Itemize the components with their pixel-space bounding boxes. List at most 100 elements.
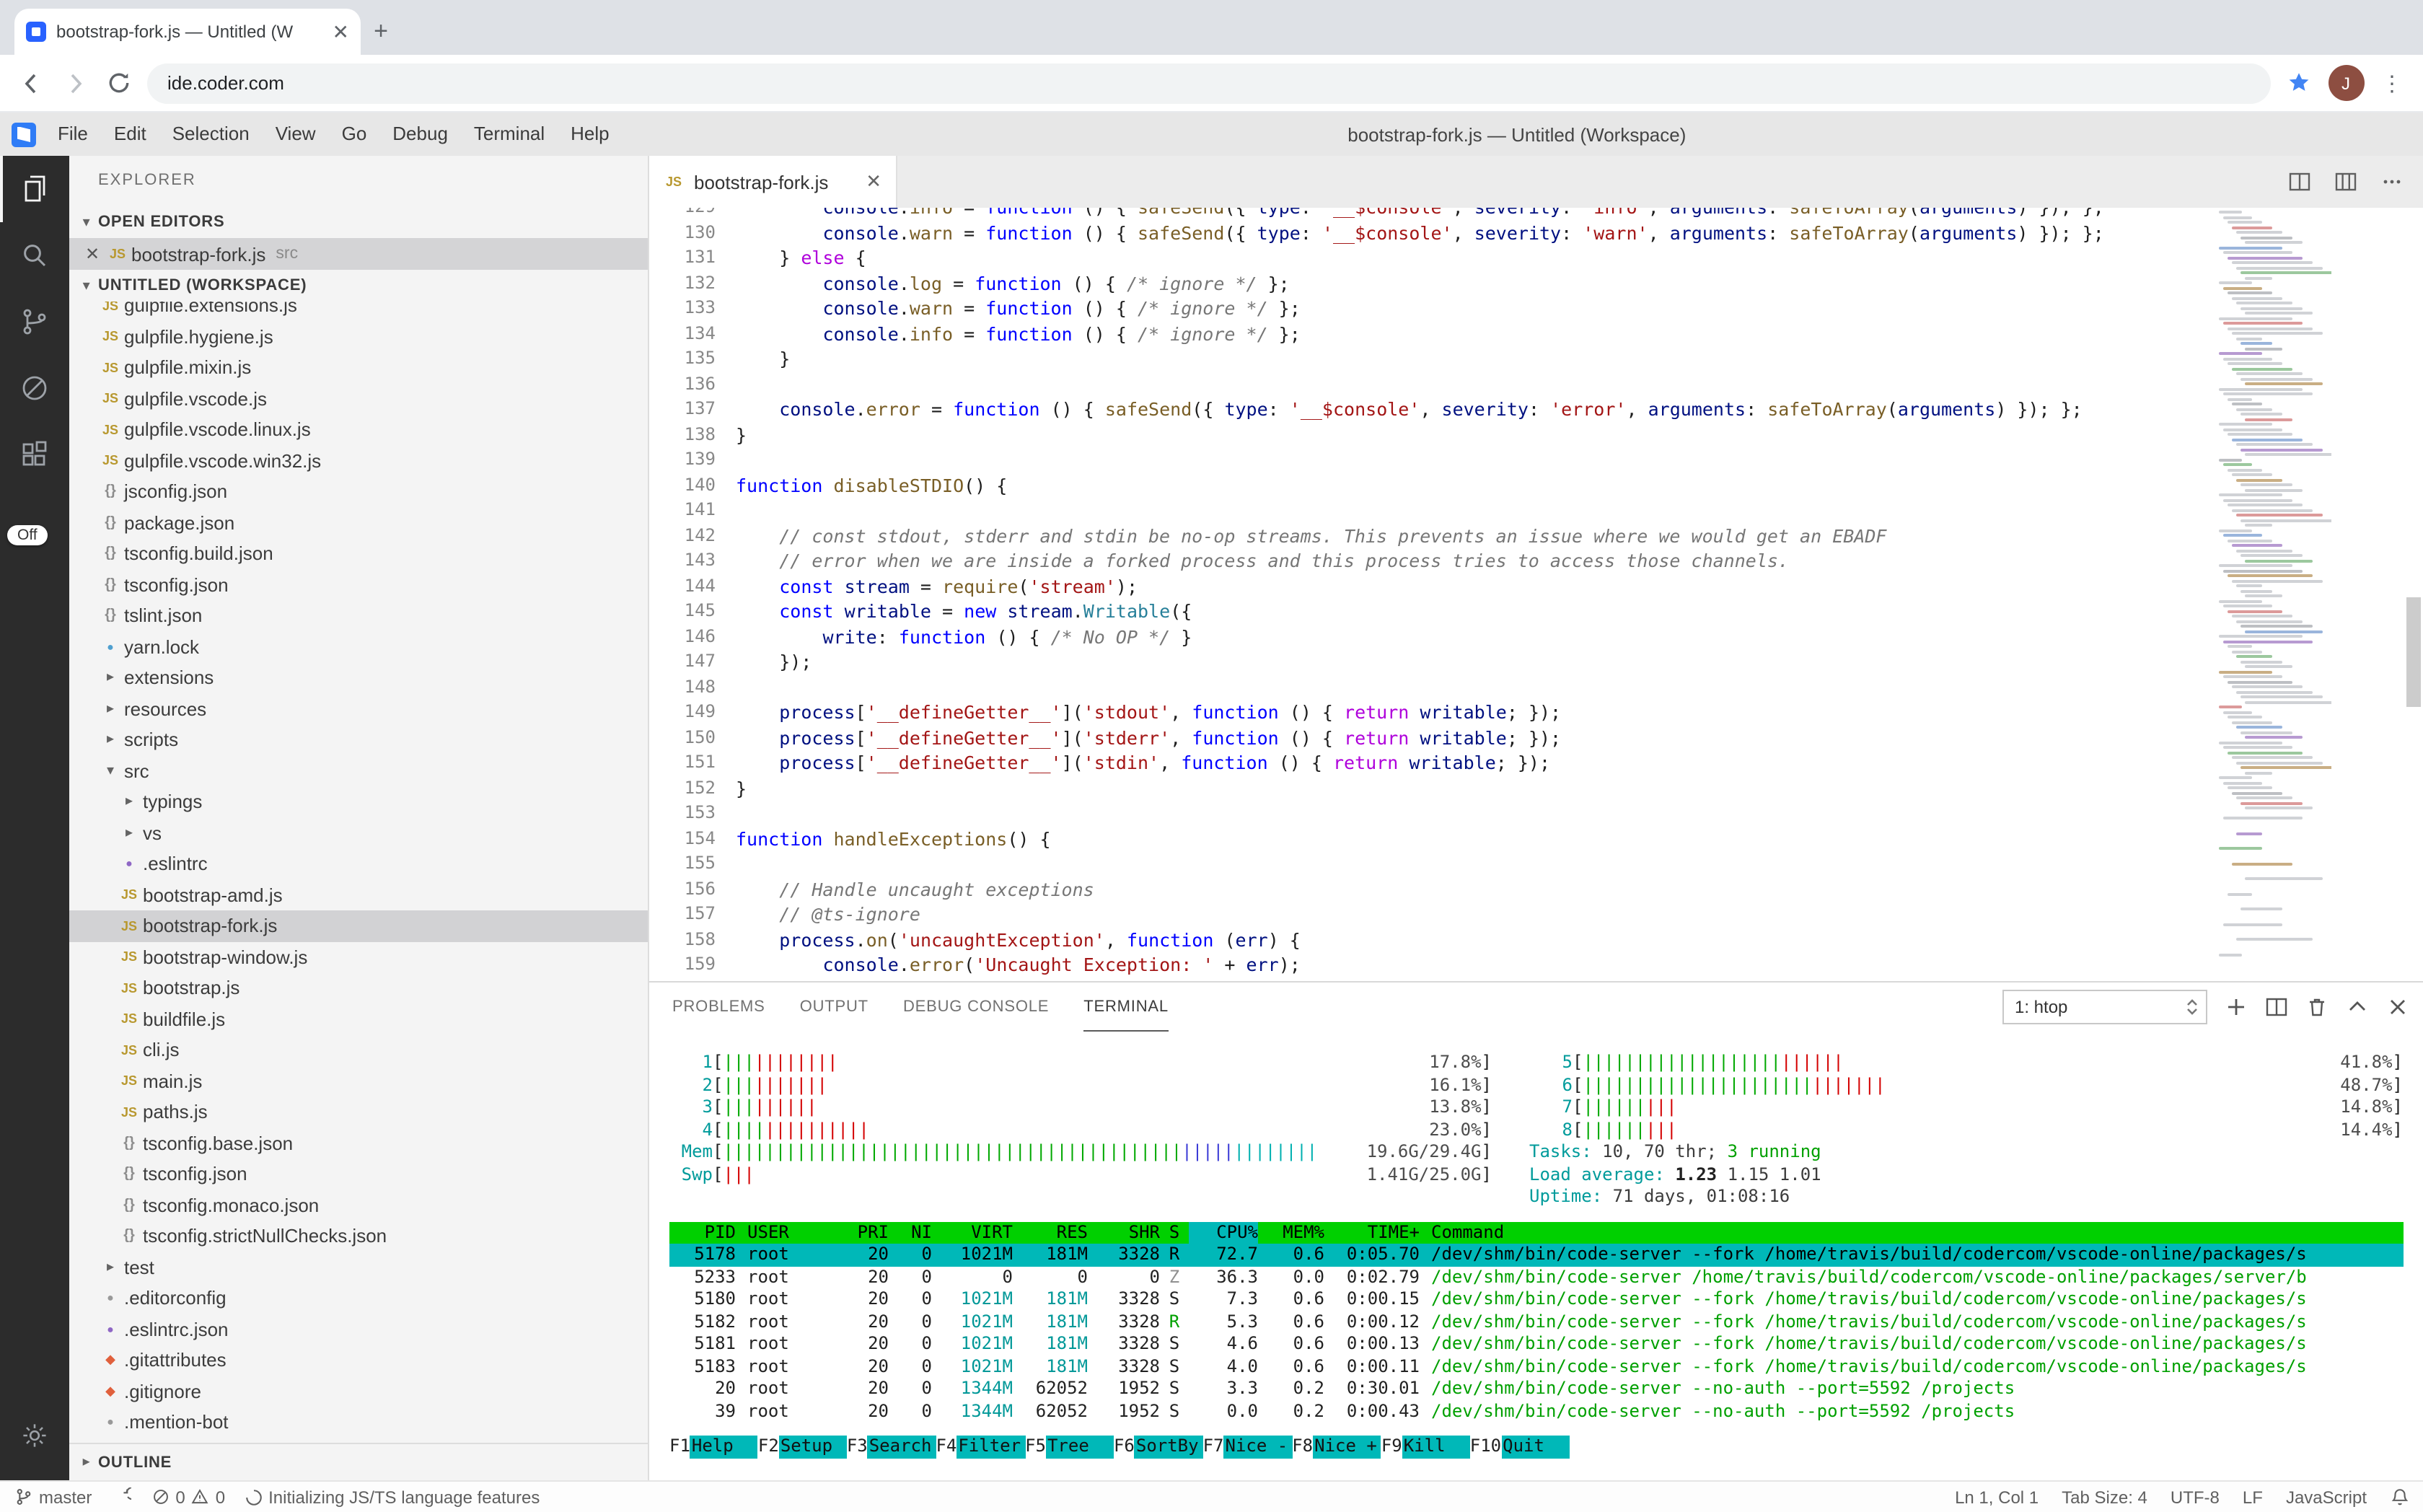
minimap[interactable] [2218,211,2331,981]
tree-item[interactable]: ●.eslintrc.json [69,1314,648,1345]
split-editor-icon[interactable] [2287,170,2310,193]
menu-help[interactable]: Help [571,123,610,144]
tree-item[interactable]: ◆.gitignore [69,1376,648,1407]
notifications-bell-icon[interactable] [2390,1487,2409,1506]
tree-item[interactable]: ●.editorconfig [69,1283,648,1314]
address-bar[interactable]: ide.coder.com [147,63,2270,103]
menu-file[interactable]: File [58,123,88,144]
language-mode[interactable]: JavaScript [2285,1487,2367,1507]
terminal-picker[interactable]: 1: htop [2002,990,2207,1024]
sync-button[interactable] [112,1487,131,1506]
settings-gear-icon[interactable] [0,1402,69,1469]
tree-folder[interactable]: ▸typings [69,786,648,817]
avatar[interactable]: J [2328,65,2364,101]
tree-item[interactable]: {}tsconfig.strictNullChecks.json [69,1221,648,1252]
tree-folder[interactable]: ▸test [69,1252,648,1283]
tree-item[interactable]: {}tsconfig.json [69,569,648,600]
tree-item[interactable]: {}jsconfig.json [69,476,648,507]
search-icon[interactable] [0,222,69,289]
tree-item[interactable]: {}tslint.json [69,600,648,631]
eol-sequence[interactable]: LF [2242,1487,2263,1507]
menu-view[interactable]: View [275,123,316,144]
menu-terminal[interactable]: Terminal [473,123,545,144]
kill-terminal-icon[interactable] [2305,995,2328,1019]
tree-folder[interactable]: ▸scripts [69,724,648,755]
forward-icon[interactable] [61,69,89,97]
indentation[interactable]: Tab Size: 4 [2062,1487,2147,1507]
open-editor-item[interactable]: ✕ JS bootstrap-fork.js src [69,238,648,270]
tree-item[interactable]: ◆.gitattributes [69,1345,648,1376]
tree-folder[interactable]: ▸extensions [69,662,648,693]
connection-off-badge[interactable]: Off [7,525,48,545]
code-editor[interactable]: 129 console.info = function () { safeSen… [649,208,2423,981]
new-terminal-icon[interactable] [2224,995,2247,1019]
editor-scrollbar[interactable] [2403,208,2423,981]
tab-close-icon[interactable]: ✕ [866,170,881,192]
browser-menu-icon[interactable]: ⋮ [2381,71,2403,96]
explorer-icon[interactable] [0,156,69,222]
close-panel-icon[interactable] [2385,995,2409,1019]
encoding[interactable]: UTF-8 [2170,1487,2220,1507]
terminal[interactable]: 1[|||||||||||17.8%]2[||||||||||16.1%]3[|… [649,1032,2423,1480]
editor-tab[interactable]: JS bootstrap-fork.js ✕ [649,156,897,208]
open-editors-header[interactable]: ▾ OPEN EDITORS [69,206,648,238]
debug-off-icon[interactable] [0,355,69,421]
panel-tab-output[interactable]: OUTPUT [799,998,869,1016]
cursor-position[interactable]: Ln 1, Col 1 [1955,1487,2039,1507]
tree-item[interactable]: ●.eslintrc [69,848,648,879]
maximize-panel-icon[interactable] [2345,995,2368,1019]
reload-icon[interactable] [104,69,133,97]
more-actions-icon[interactable] [2380,170,2403,193]
tree-folder[interactable]: ▸vs [69,817,648,848]
tree-item[interactable]: {}tsconfig.base.json [69,1128,648,1159]
tree-item[interactable]: {}package.json [69,507,648,538]
menu-go[interactable]: Go [341,123,367,144]
close-icon[interactable]: ✕ [84,244,100,264]
menu-edit[interactable]: Edit [113,123,146,144]
menu-selection[interactable]: Selection [172,123,250,144]
tree-folder[interactable]: ▸resources [69,693,648,724]
tree-item[interactable]: ●.mention-bot [69,1407,648,1438]
panel-tab-debug-console[interactable]: DEBUG CONSOLE [902,998,1050,1016]
bookmark-star-icon[interactable] [2285,69,2313,97]
split-terminal-icon[interactable] [2264,995,2287,1019]
scrollbar-thumb[interactable] [2406,597,2420,707]
panel-tab-problems[interactable]: PROBLEMS [672,998,765,1016]
menu-debug[interactable]: Debug [392,123,448,144]
git-branch-item[interactable]: master [14,1487,92,1507]
problems-summary[interactable]: 0 0 [151,1487,225,1507]
browser-tab[interactable]: bootstrap-fork.js — Untitled (W ✕ [14,9,361,55]
source-control-icon[interactable] [0,289,69,355]
outline-section[interactable]: ▸ OUTLINE [69,1443,648,1480]
panel-tab-terminal[interactable]: TERMINAL [1083,983,1169,1032]
tree-item[interactable]: ●yarn.lock [69,631,648,662]
tree-item[interactable]: {}tsconfig.json [69,1159,648,1190]
new-tab-button[interactable]: + [374,17,388,45]
layout-icon[interactable] [2334,170,2357,193]
tree-item[interactable]: {}tsconfig.monaco.json [69,1190,648,1221]
workspace-header[interactable]: ▾ UNTITLED (WORKSPACE) [69,270,648,302]
back-icon[interactable] [17,69,46,97]
tree-folder[interactable]: ▾src [69,755,648,786]
extensions-icon[interactable] [0,421,69,488]
status-message[interactable]: Initializing JS/TS language features [245,1487,540,1507]
tree-item[interactable]: {}tsconfig.build.json [69,538,648,569]
